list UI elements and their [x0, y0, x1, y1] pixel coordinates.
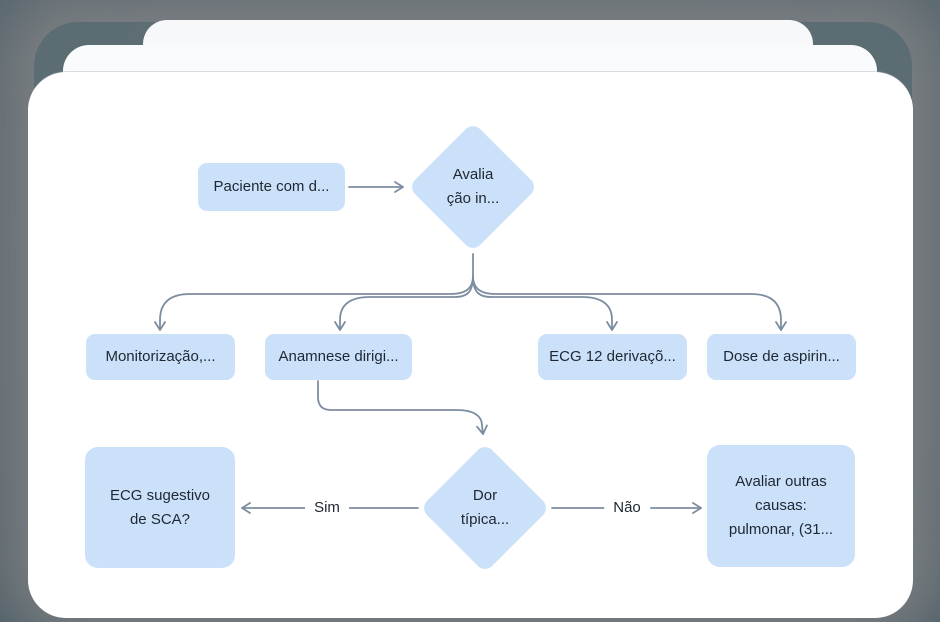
node-ecg-sca-line2: de SCA? [129, 510, 191, 528]
node-paciente[interactable]: Paciente com d... [198, 163, 345, 211]
node-outras-causas-line3: pulmonar, (31... [728, 521, 834, 538]
edge-label-sim: Sim [305, 499, 349, 517]
edge-avaliacao-monitorizacao [154, 275, 474, 331]
node-ecg12[interactable]: ECG 12 derivaçõ... [538, 334, 687, 380]
node-ecg-sca-line1: ECG sugestivo [109, 486, 211, 504]
node-aspirina[interactable]: Dose de aspirin... [707, 334, 856, 380]
node-aspirina-label: Dose de aspirin... [723, 348, 840, 365]
node-monitorizacao-label: Monitorização,... [105, 348, 216, 365]
edge-avaliacao-anamnese [334, 275, 474, 331]
node-ecg-sca[interactable]: ECG sugestivo de SCA? [85, 447, 235, 568]
node-anamnese-label: Anamnese dirigi... [278, 348, 399, 365]
node-monitorizacao[interactable]: Monitorização,... [86, 334, 235, 380]
node-paciente-label: Paciente com d... [213, 178, 330, 195]
edge-label-nao: Não [604, 499, 650, 517]
edge-anamnese-dor [317, 380, 488, 435]
edge-avaliacao-aspirina [472, 275, 787, 331]
node-anamnese[interactable]: Anamnese dirigi... [265, 334, 412, 380]
node-outras-causas-line2: causas: [755, 497, 807, 514]
node-outras-causas-line1: Avaliar outras [735, 473, 827, 490]
edge-avaliacao-ecg12 [472, 275, 618, 331]
node-outras-causas[interactable]: Avaliar outras causas: pulmonar, (31... [707, 445, 855, 567]
node-ecg12-label: ECG 12 derivaçõ... [549, 348, 676, 365]
